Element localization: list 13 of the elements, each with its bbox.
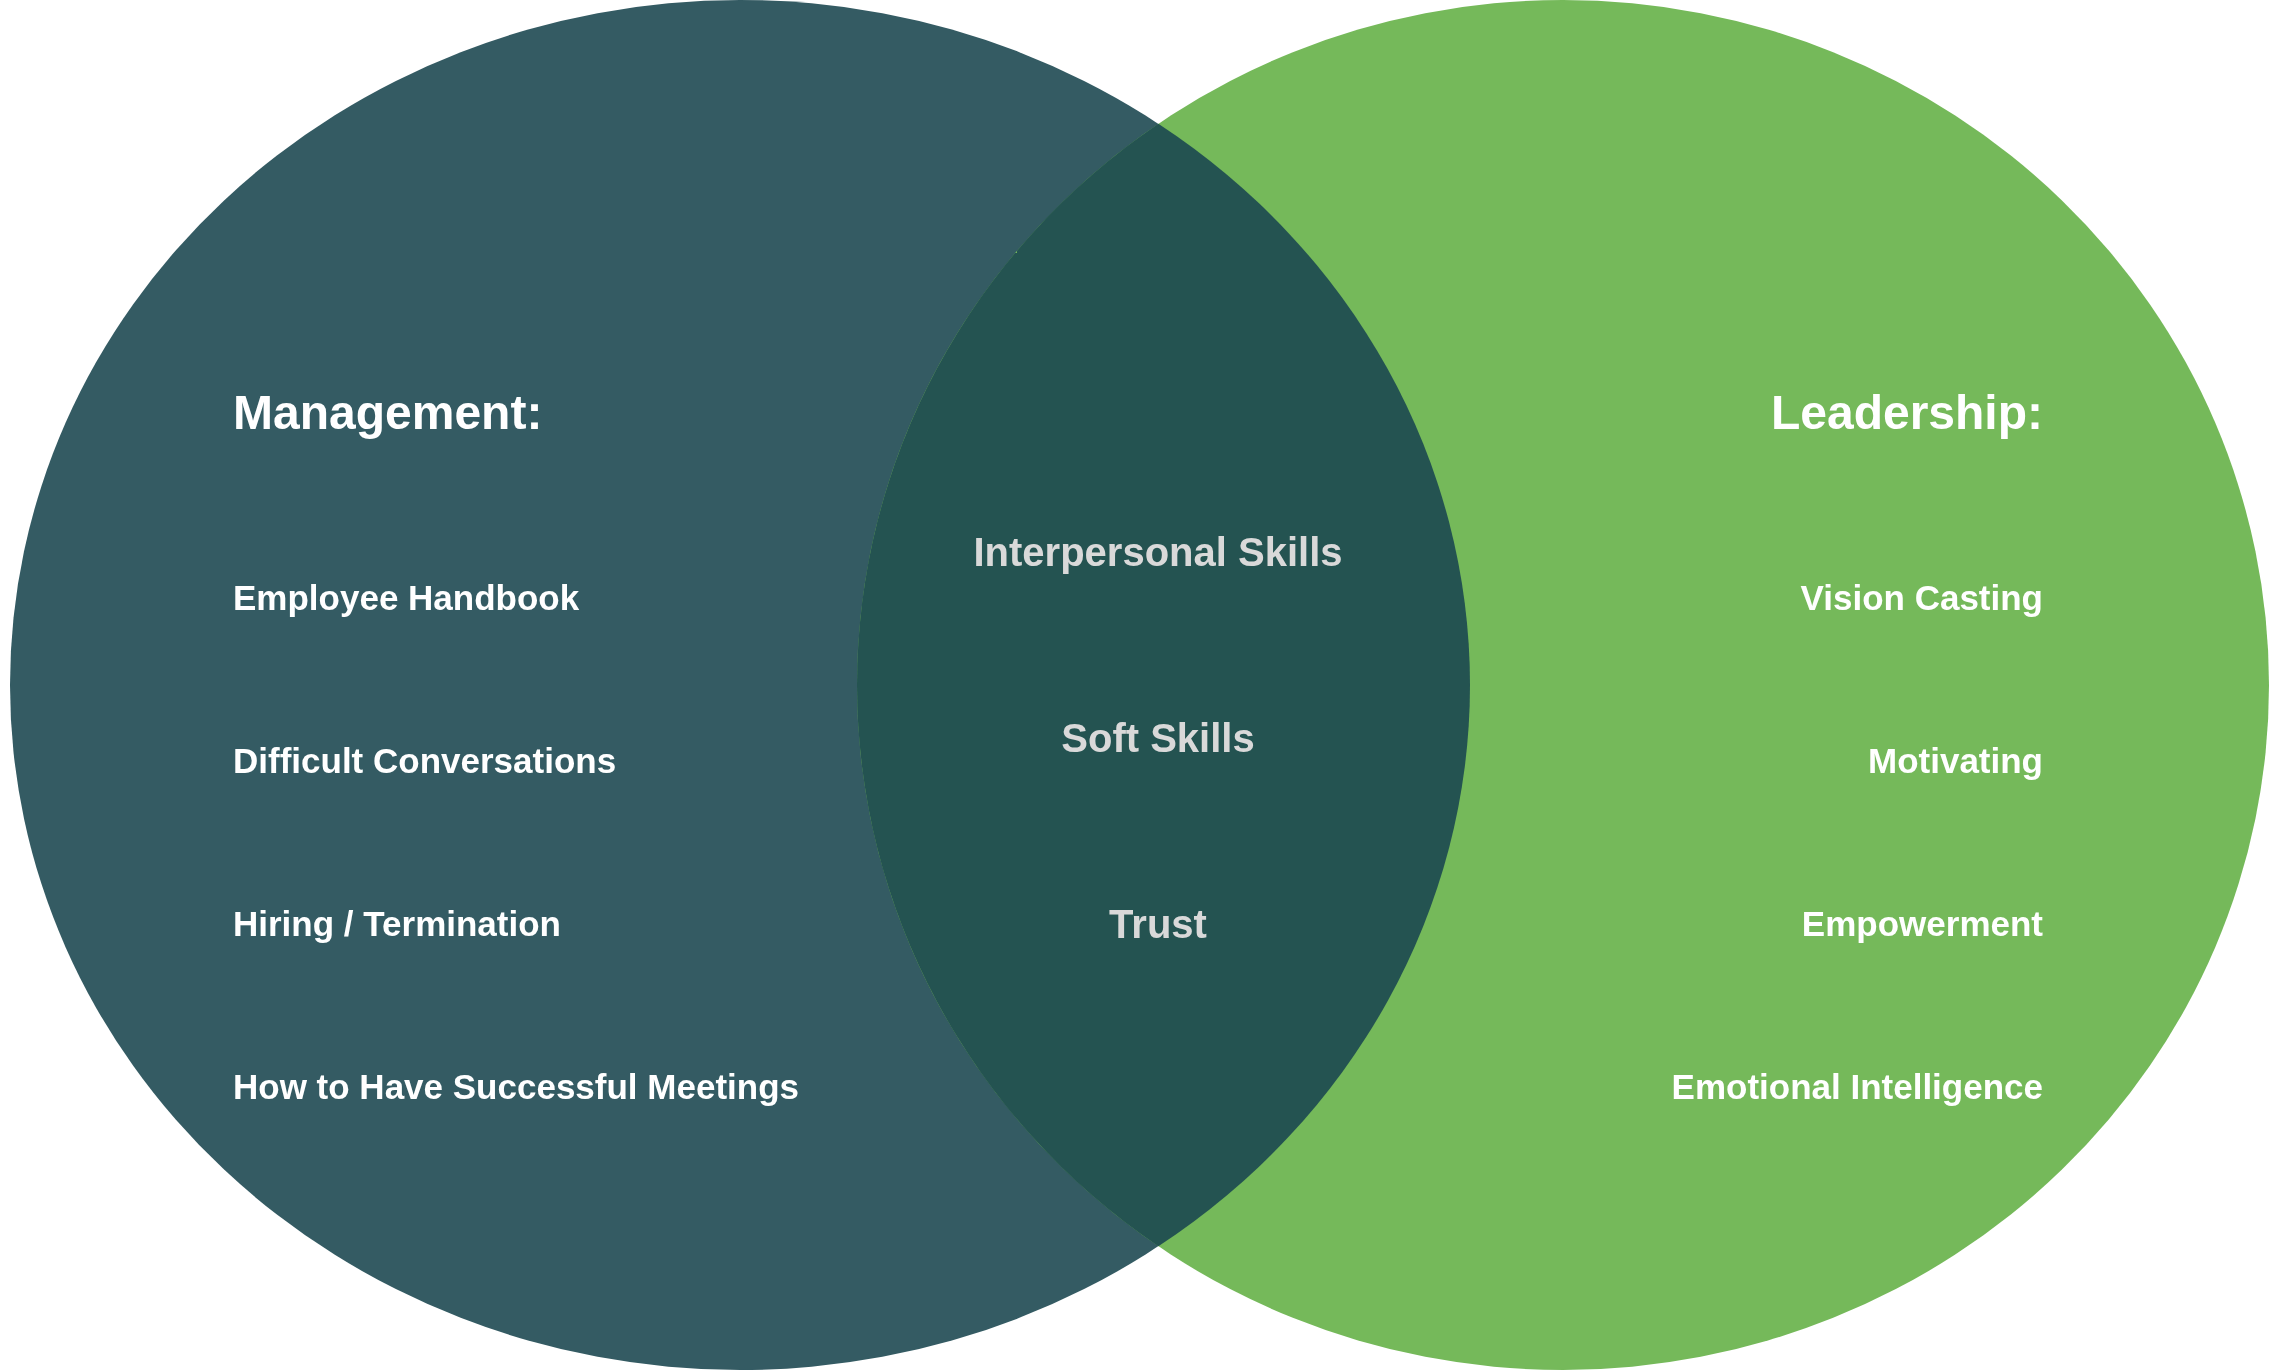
circle-heading: Management: <box>233 385 543 442</box>
item-label: Trust <box>1109 901 1207 948</box>
item-label: Employee Handbook <box>233 577 580 619</box>
item-label: Emotional Intelligence <box>1671 1066 2043 1108</box>
item-label: Soft Skills <box>1061 715 1255 762</box>
item-label: Motivating <box>1868 740 2043 782</box>
item-label: Empowerment <box>1801 903 2043 945</box>
item-label: Vision Casting <box>1800 577 2043 619</box>
item-label: How to Have Successful Meetings <box>233 1066 799 1108</box>
item-label: Hiring / Termination <box>233 903 561 945</box>
item-label: Interpersonal Skills <box>973 529 1343 576</box>
circle-heading: Leadership: <box>1770 385 2043 442</box>
item-label: Difficult Conversations <box>233 740 617 782</box>
